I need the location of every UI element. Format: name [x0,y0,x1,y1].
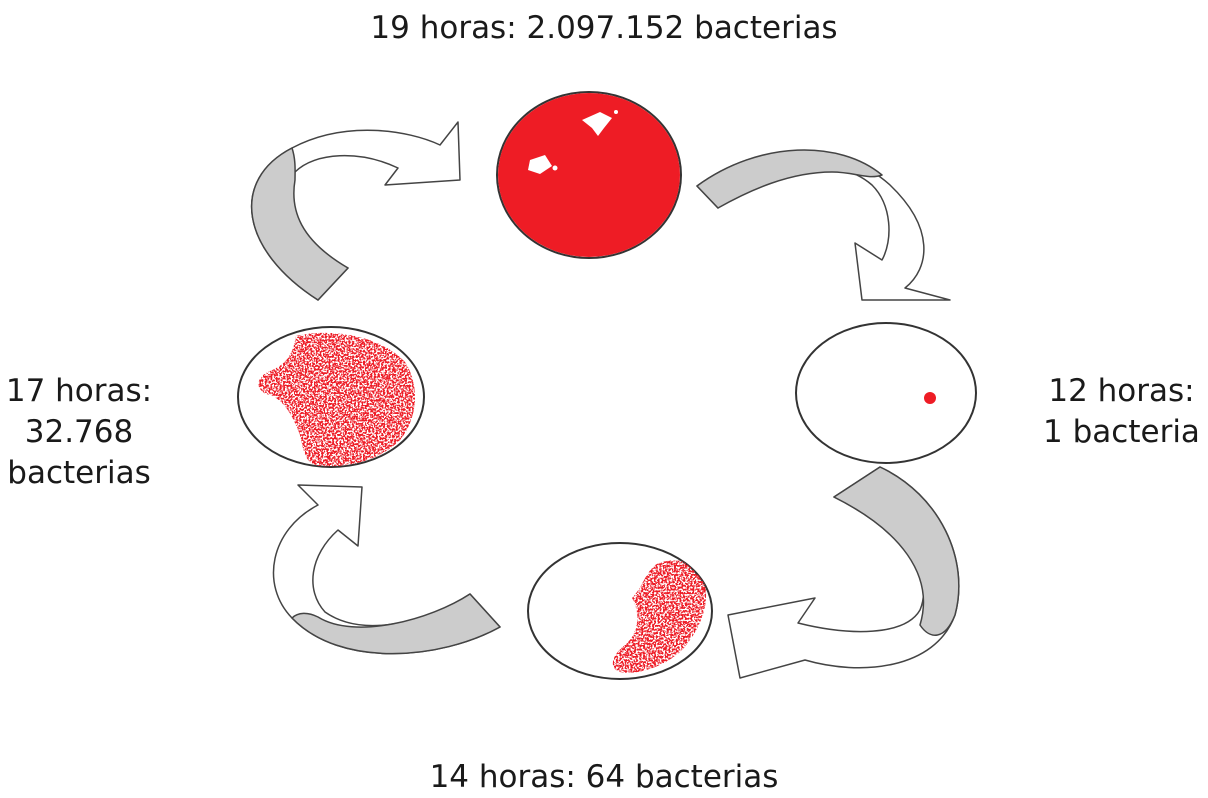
stage-17h-label-line2: 32.768 [24,414,134,450]
stage-19h-label: 19 horas: 2.097.152 bacterias [370,10,838,46]
stage-12h-label-line2: 1 bacteria [1043,414,1200,450]
stage-17h-label-line1: 17 horas: [5,373,153,409]
stage-17h-label: 17 horas: 32.768 bacterias [0,371,158,494]
stage-17h-label-line3: bacterias [7,455,151,491]
curved-arrow-icon [250,121,461,301]
curved-arrow-icon [272,484,501,655]
petri-dish-12h [795,322,977,464]
petri-dish-17h [237,326,425,468]
curved-arrow-icon [696,149,951,301]
curved-arrow-icon [727,466,960,679]
stage-12h-label-line1: 12 horas: [1048,373,1195,409]
stage-12h-label: 12 horas: 1 bacteria [1035,371,1208,453]
stage-14h-label: 14 horas: 64 bacterias [429,759,779,795]
petri-dish-19h [496,91,682,259]
petri-dish-14h [527,542,713,680]
